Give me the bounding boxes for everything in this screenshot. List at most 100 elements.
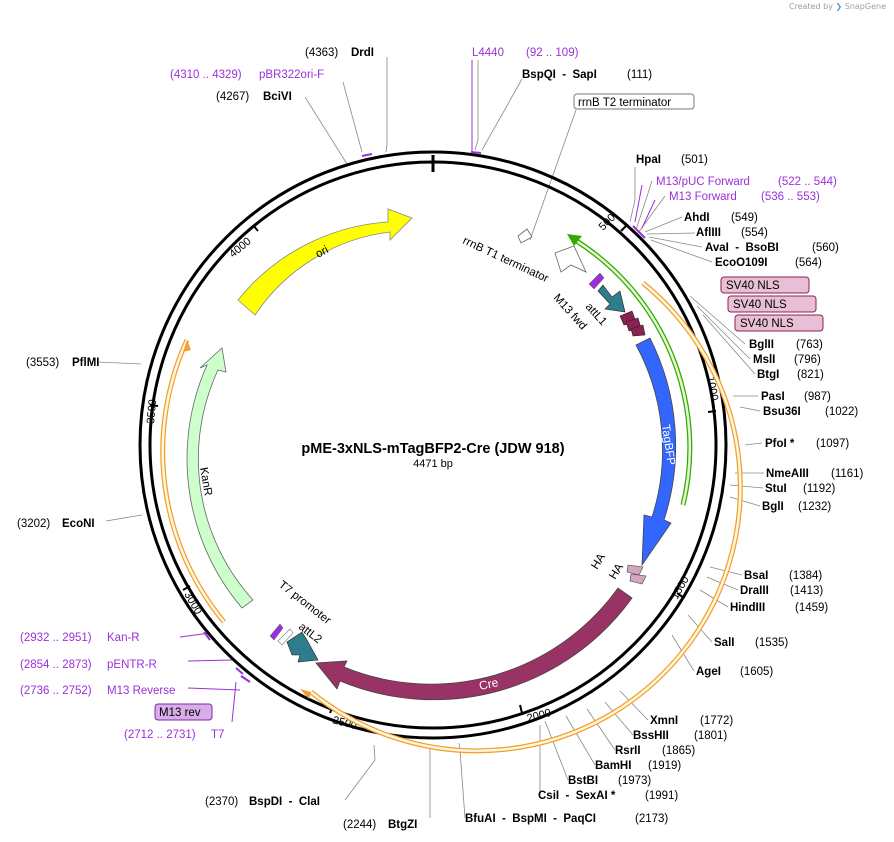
primer-kanr-range: (2932 .. 2951) — [20, 632, 92, 644]
rrnb-t2-box: rrnB T2 terminator — [573, 93, 695, 110]
rrnb-t2-arrow — [517, 228, 533, 244]
site-bcivi-name: BciVI — [263, 91, 292, 103]
primer-pentr-name: pENTR-R — [107, 659, 157, 671]
site-rsrii-pos: (1865) — [662, 745, 695, 757]
primer-m13puc-name: M13/pUC Forward — [656, 176, 750, 188]
site-bamhi-pos: (1919) — [648, 760, 681, 772]
site-xmni-pos: (1772) — [700, 715, 733, 727]
cre-arrow — [315, 587, 633, 701]
site-agei-pos: (1605) — [740, 666, 773, 678]
site-bspqi-name: BspQI - SapI — [522, 69, 597, 81]
site-rsrii-name: RsrII — [615, 745, 641, 757]
attl2-arrow — [286, 631, 319, 663]
site-pasi-name: PasI — [761, 391, 785, 403]
tagbfp-arrow — [635, 337, 677, 567]
primer-kanr-name: Kan-R — [107, 632, 140, 644]
primer-pentr-range: (2854 .. 2873) — [20, 659, 92, 671]
site-bstbi-name: BstBI — [568, 775, 598, 787]
credit-brand: SnapGene — [844, 2, 886, 11]
green-arc — [567, 234, 693, 506]
site-pfoi-pos: (1097) — [816, 438, 849, 450]
primer-l4440-range: (92 .. 109) — [526, 47, 579, 59]
leader-lines — [97, 57, 764, 819]
site-sali-name: SalI — [714, 637, 734, 649]
t7-promoter-label: T7 promoter — [276, 579, 333, 627]
m13-rev-box: M13 rev — [154, 703, 213, 721]
sv40-nls-label-2: SV40 NLS — [733, 299, 787, 311]
site-btgzi-name: BtgZI — [388, 819, 417, 831]
primer-t7-name: T7 — [211, 729, 224, 741]
credit-prefix: Created by — [788, 2, 833, 11]
ha-features — [626, 564, 647, 585]
primer-marks — [203, 151, 646, 683]
plasmid-title: pME-3xNLS-mTagBFP2-Cre (JDW 918) — [301, 441, 564, 457]
site-btgzi-pos: (2244) — [343, 819, 376, 831]
site-msli-pos: (796) — [794, 354, 821, 366]
site-bsu36i-pos: (1022) — [825, 406, 858, 418]
site-hpai-name: HpaI — [636, 154, 661, 166]
site-stui-pos: (1192) — [803, 483, 836, 495]
sv40-nls-label-3: SV40 NLS — [740, 318, 794, 330]
site-msli-name: MslI — [753, 354, 775, 366]
rrnb-t1-arrow — [554, 245, 587, 273]
site-econi-pos: (3202) — [17, 518, 50, 530]
rrnb-t2-label: rrnB T2 terminator — [578, 97, 671, 109]
primer-m13fwd-name: M13 Forward — [669, 191, 737, 203]
site-bsai-pos: (1384) — [789, 570, 822, 582]
site-btgi-name: BtgI — [757, 369, 779, 381]
m13-fwd-feature — [588, 272, 605, 290]
primer-pbr322-range: (4310 .. 4329) — [170, 69, 242, 81]
site-pasi-pos: (987) — [804, 391, 831, 403]
site-bamhi-name: BamHI — [595, 760, 631, 772]
primer-labels: L4440 (92 .. 109) (4310 .. 4329) pBR322o… — [20, 47, 837, 741]
attl1-arrow — [597, 284, 626, 313]
ori-label: ori — [314, 244, 331, 261]
tick-3500: 3500 — [145, 399, 159, 424]
snapgene-credit: Created by ❯ SnapGene — [789, 2, 886, 11]
kanr-label: KanR — [197, 466, 214, 496]
site-econi-name: EcoNI — [62, 518, 95, 530]
site-pflmi-name: PflMI — [72, 357, 99, 369]
site-hindiii-name: HindIII — [730, 602, 765, 614]
ha-label-1: HA — [589, 551, 608, 571]
primer-m13puc-range: (522 .. 544) — [778, 176, 837, 188]
m13-fwd-label: M13 fwd — [551, 292, 589, 332]
site-draiii-pos: (1413) — [790, 585, 823, 597]
site-drdi-name: DrdI — [351, 47, 374, 59]
site-stui-name: StuI — [765, 483, 787, 495]
site-bglii-name: BglII — [749, 339, 774, 351]
site-ahdi-pos: (549) — [731, 212, 758, 224]
site-bgli-pos: (1232) — [798, 501, 831, 513]
nls-features — [619, 310, 646, 337]
primer-m13rev-name: M13 Reverse — [107, 685, 175, 697]
site-bfuai-name: BfuAI - BspMI - PaqCI — [465, 813, 596, 825]
site-draiii-name: DraIII — [740, 585, 769, 597]
site-bstbi-pos: (1973) — [618, 775, 651, 787]
site-ecoo109i-name: EcoO109I — [715, 257, 767, 269]
site-xmni-name: XmnI — [650, 715, 678, 727]
site-pfoi-name: PfoI * — [765, 438, 795, 450]
primer-m13rev-range: (2736 .. 2752) — [20, 685, 92, 697]
orf-arcs — [160, 281, 743, 754]
site-ecoo109i-pos: (564) — [795, 257, 822, 269]
site-btgi-pos: (821) — [797, 369, 824, 381]
primer-l4440-name: L4440 — [472, 47, 504, 59]
site-bglii-pos: (763) — [796, 339, 823, 351]
sv40-nls-boxes: SV40 NLS SV40 NLS SV40 NLS — [720, 276, 824, 332]
site-aflii-name: AflIII — [696, 227, 721, 239]
m13-rev-label: M13 rev — [159, 707, 201, 719]
site-aflii-pos: (554) — [741, 227, 768, 239]
site-bsshii-pos: (1801) — [694, 730, 727, 742]
site-bspdi-pos: (2370) — [205, 796, 238, 808]
site-hpai-pos: (501) — [681, 154, 708, 166]
site-avai-name: AvaI - BsoBI — [705, 242, 779, 254]
primer-m13fwd-range: (536 .. 553) — [761, 191, 820, 203]
site-bgli-name: BglI — [762, 501, 784, 513]
ori-arrow — [237, 208, 413, 316]
site-csii-pos: (1991) — [645, 790, 678, 802]
site-sali-pos: (1535) — [755, 637, 788, 649]
tagbfp-label: TagBFP — [659, 424, 677, 467]
site-bsai-name: BsaI — [744, 570, 768, 582]
t7-promoter-arrow-outline — [277, 628, 294, 646]
